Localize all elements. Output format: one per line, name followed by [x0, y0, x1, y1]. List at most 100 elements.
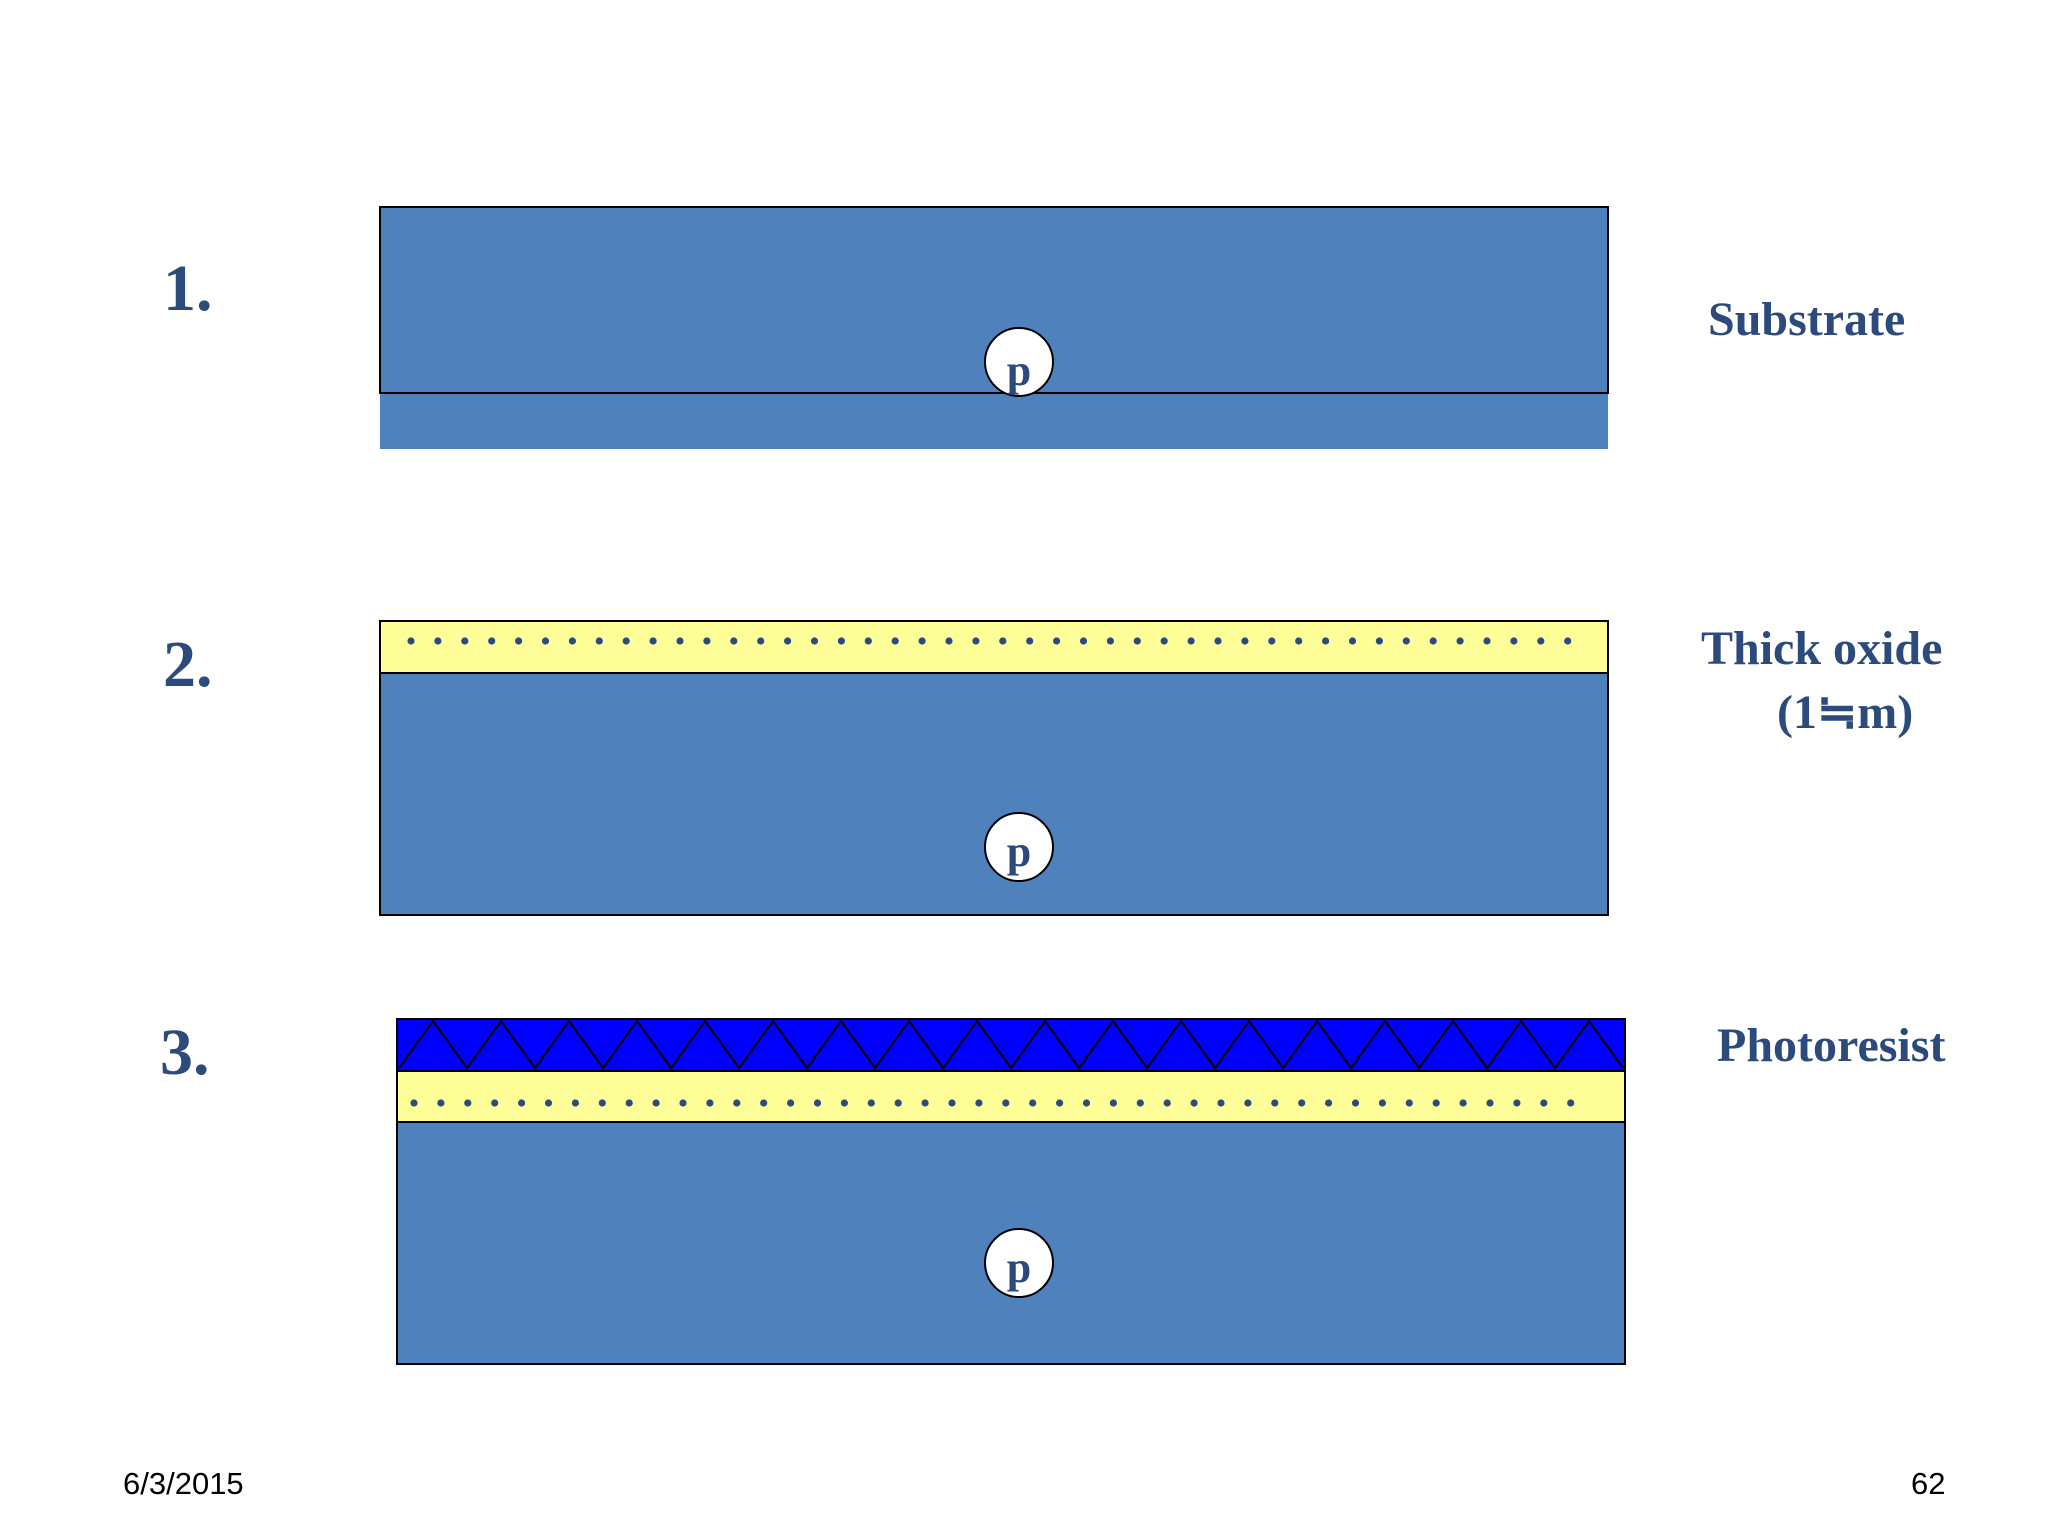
oxide-dot	[595, 637, 603, 645]
step-3-photoresist-hatch	[398, 1019, 1624, 1070]
step-2-cross-section: p	[379, 620, 1609, 916]
oxide-dot	[837, 637, 846, 645]
step-1-number: 1.	[163, 252, 213, 325]
oxide-dot	[760, 1099, 768, 1107]
step-3-p-marker: p	[984, 1228, 1054, 1298]
oxide-dot	[1405, 1099, 1413, 1107]
oxide-dot	[1540, 1099, 1548, 1107]
step-2-p-marker: p	[984, 812, 1054, 882]
oxide-dot	[784, 637, 792, 645]
oxide-dot	[1244, 1099, 1252, 1107]
slide-page-number: 62	[1911, 1466, 1946, 1501]
oxide-dot	[972, 637, 980, 645]
oxide-dot	[1026, 637, 1034, 645]
oxide-dot	[706, 1099, 714, 1107]
oxide-dot	[541, 637, 550, 645]
step-2-substrate	[379, 672, 1609, 916]
oxide-dot	[598, 1099, 606, 1107]
oxide-dot	[1483, 637, 1491, 645]
oxide-dot	[622, 637, 630, 645]
oxide-dot	[544, 1099, 553, 1107]
oxide-dot	[1136, 1099, 1144, 1107]
oxide-dot	[1053, 637, 1061, 645]
oxide-dot	[461, 637, 469, 645]
oxide-dot	[1160, 637, 1168, 645]
oxide-dot	[840, 1099, 849, 1107]
oxide-dot	[1513, 1099, 1521, 1107]
oxide-dot	[921, 1099, 929, 1107]
oxide-dot	[515, 637, 523, 645]
step-2-oxide-layer	[379, 620, 1609, 674]
oxide-dot	[1190, 1099, 1198, 1107]
oxide-dot	[1079, 637, 1088, 645]
oxide-dot	[999, 637, 1007, 645]
oxide-dot	[1459, 1099, 1467, 1107]
oxide-dot	[1295, 637, 1303, 645]
oxide-dot	[1029, 1099, 1037, 1107]
oxide-dot	[437, 1099, 445, 1107]
oxide-dot	[1082, 1099, 1091, 1107]
p-marker-label: p	[1007, 1243, 1031, 1292]
oxide-dot	[1241, 637, 1249, 645]
oxide-dot	[757, 637, 765, 645]
oxide-dot	[1348, 637, 1357, 645]
oxide-dot	[703, 637, 711, 645]
oxide-dot	[434, 637, 442, 645]
oxide-dot	[1163, 1099, 1171, 1107]
oxide-dot	[1187, 637, 1195, 645]
oxide-dot	[1351, 1099, 1360, 1107]
oxide-dot	[1402, 637, 1410, 645]
step-1-p-marker: p	[984, 327, 1054, 397]
oxide-dot	[864, 637, 872, 645]
oxide-dot	[1567, 1099, 1575, 1107]
oxide-dot	[918, 637, 926, 645]
oxide-dot	[1106, 637, 1114, 645]
oxide-dot	[1268, 637, 1276, 645]
oxide-dot	[1486, 1099, 1494, 1107]
slide-date: 6/3/2015	[123, 1466, 244, 1501]
step-2-oxide-dots	[407, 637, 1572, 645]
p-marker-circle	[984, 1228, 1054, 1298]
p-marker-circle	[984, 812, 1054, 882]
oxide-dot	[407, 637, 415, 645]
oxide-dot	[676, 637, 684, 645]
oxide-dot	[1109, 1099, 1117, 1107]
oxide-dot	[1002, 1099, 1010, 1107]
oxide-dot	[1564, 637, 1572, 645]
oxide-dot	[810, 637, 819, 645]
oxide-dot	[568, 637, 577, 645]
oxide-dot	[1456, 637, 1464, 645]
step-1-substrate-lower-band	[380, 393, 1608, 449]
oxide-dot	[518, 1099, 526, 1107]
oxide-dot	[1375, 637, 1383, 645]
photoresist-label: Photoresist	[1717, 1019, 1946, 1072]
p-marker-circle	[984, 327, 1054, 397]
oxide-dot	[1298, 1099, 1306, 1107]
oxide-dot	[730, 637, 738, 645]
oxide-dot	[1056, 1099, 1064, 1107]
oxide-dot	[1271, 1099, 1279, 1107]
p-marker-label: p	[1007, 346, 1031, 395]
oxide-dot	[948, 1099, 956, 1107]
oxide-dot	[649, 637, 657, 645]
oxide-dot	[945, 637, 953, 645]
oxide-dot	[1510, 637, 1518, 645]
oxide-dot	[1537, 637, 1545, 645]
oxide-dot	[488, 637, 496, 645]
oxide-dot	[625, 1099, 633, 1107]
oxide-dot	[1217, 1099, 1225, 1107]
p-marker-label: p	[1007, 827, 1031, 876]
oxide-dot	[975, 1099, 983, 1107]
oxide-dot	[813, 1099, 822, 1107]
oxide-dot	[679, 1099, 687, 1107]
oxide-dot	[1429, 637, 1437, 645]
oxide-dot	[1325, 1099, 1333, 1107]
oxide-dot	[571, 1099, 580, 1107]
oxide-dot	[652, 1099, 660, 1107]
oxide-dot	[1322, 637, 1330, 645]
step-1-cross-section: p	[379, 206, 1609, 449]
oxide-dot	[410, 1099, 418, 1107]
oxide-dot	[1214, 637, 1222, 645]
oxide-dot	[787, 1099, 795, 1107]
